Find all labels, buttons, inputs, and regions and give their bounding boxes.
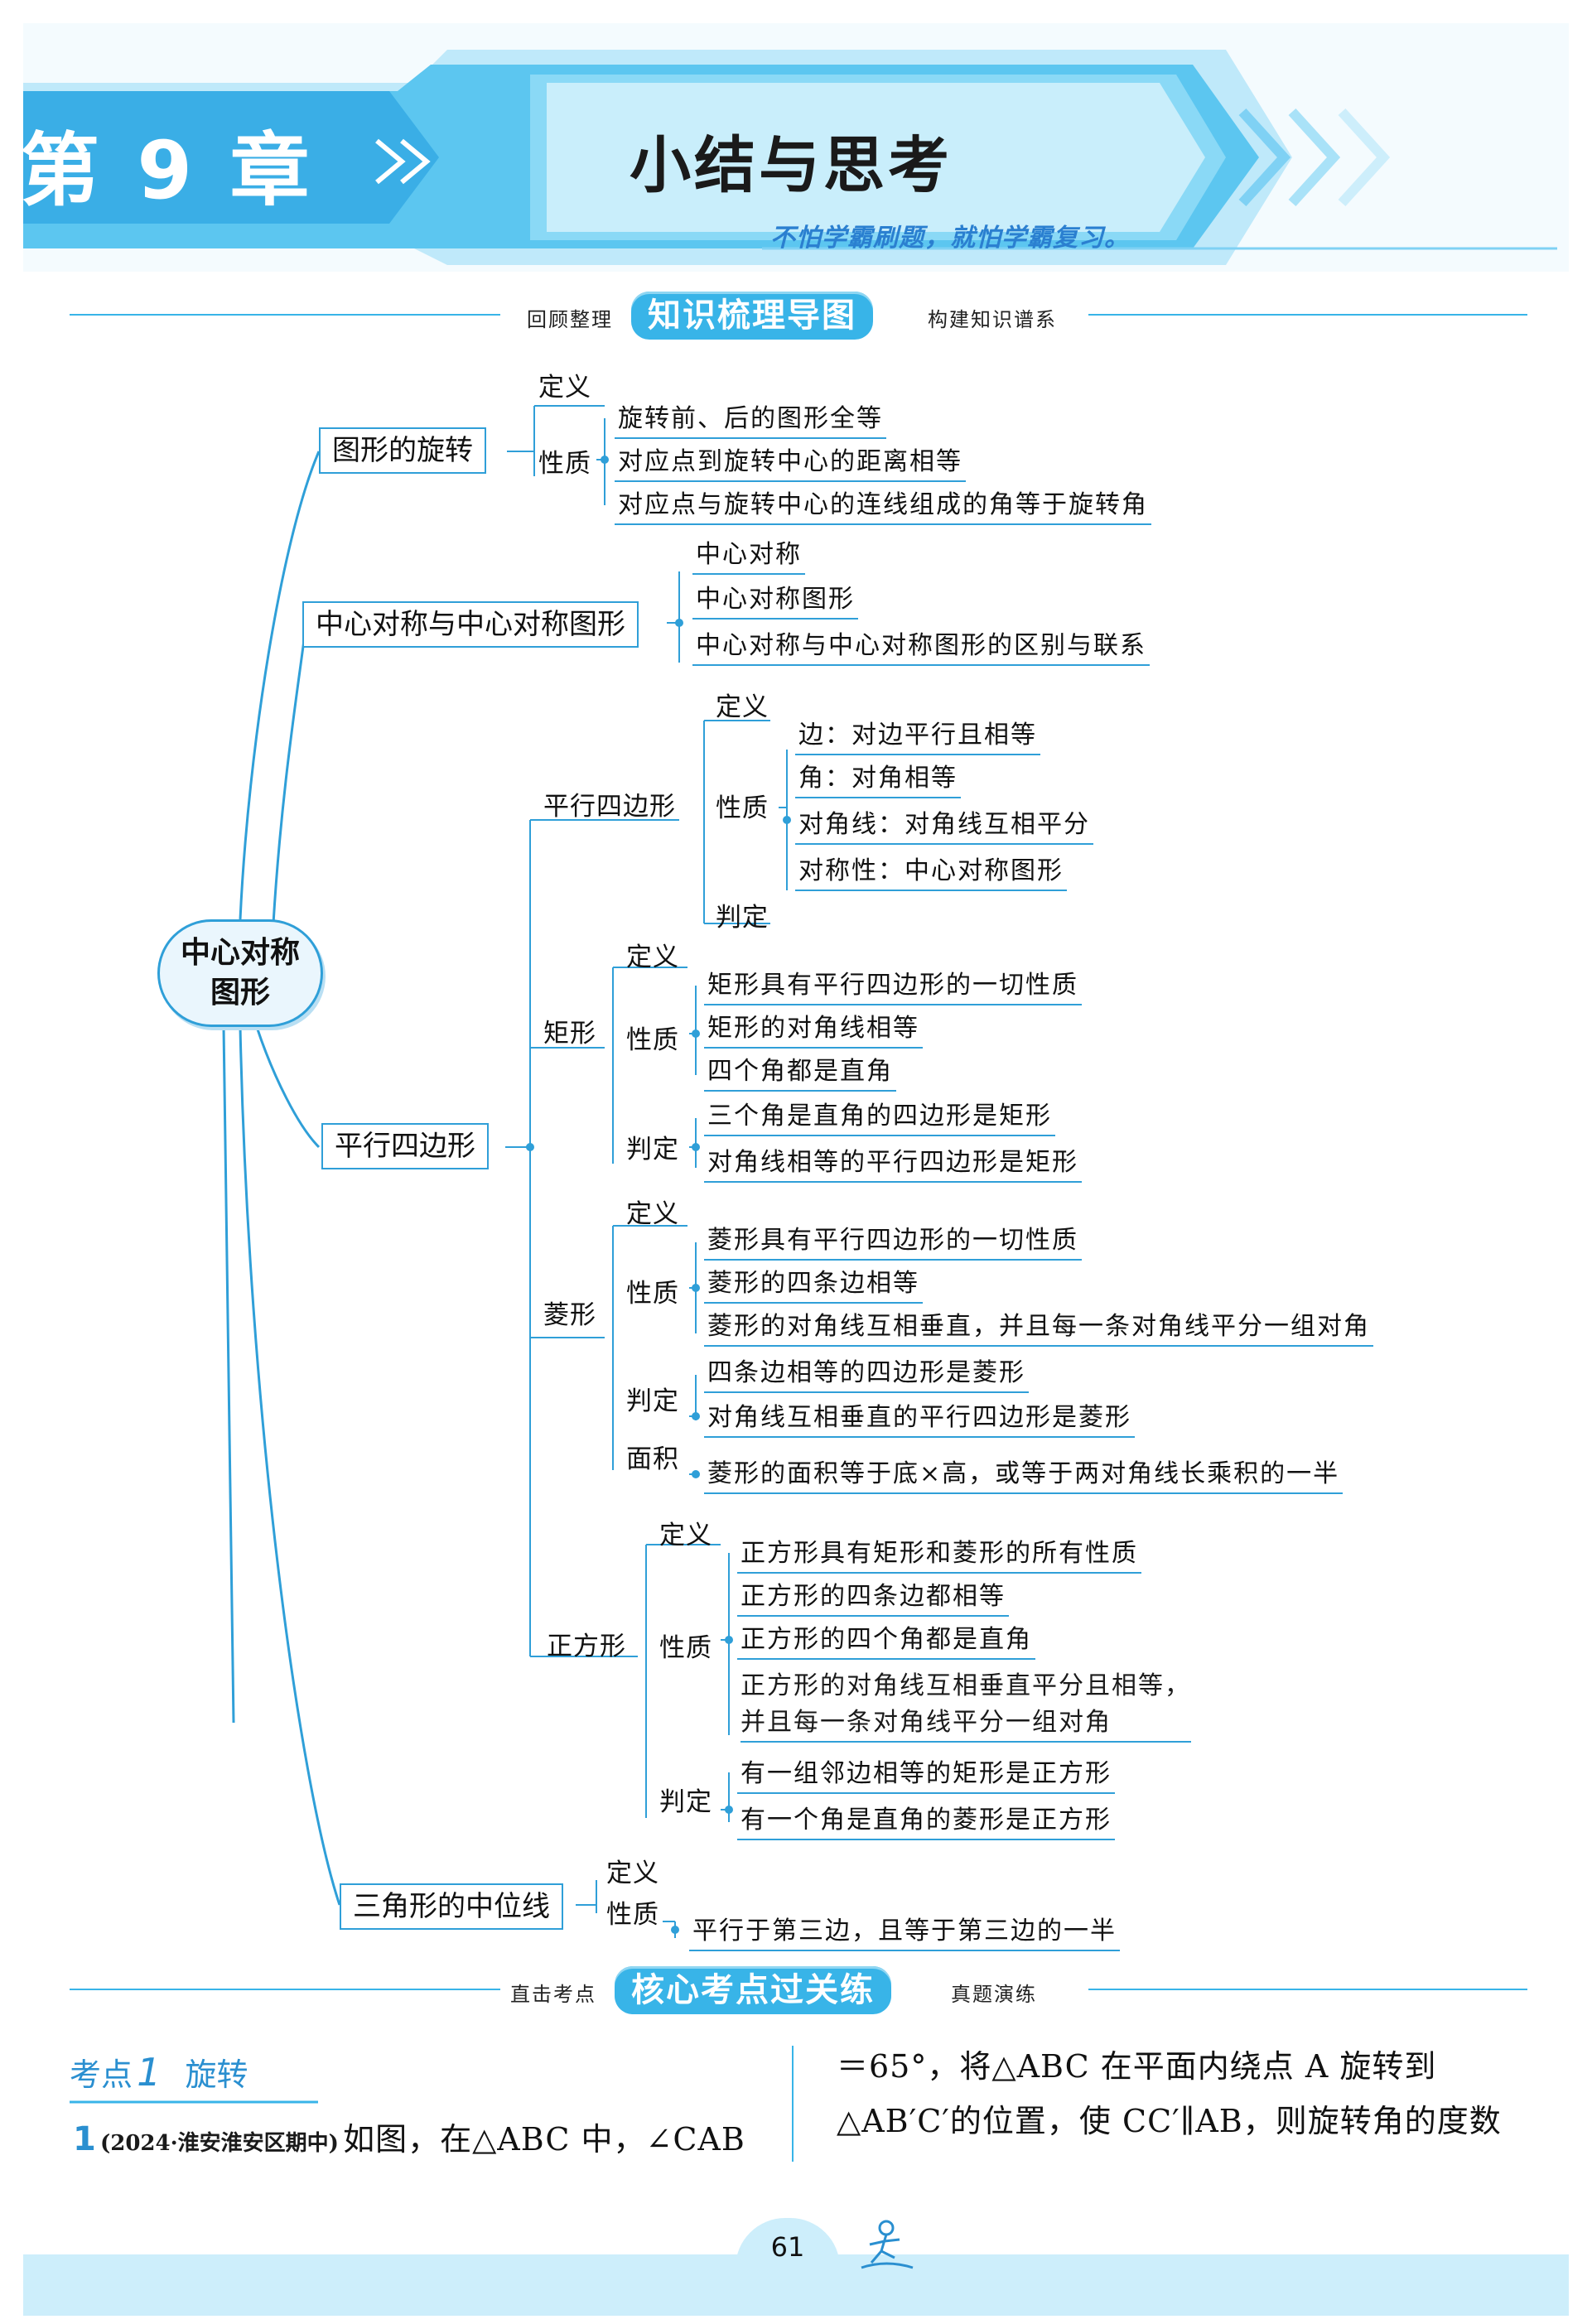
rectangle-label: 矩形 [543, 1019, 596, 1049]
square-definition: 定义 [659, 1521, 712, 1550]
midline-property-item: 平行于第三边，且等于第三边的一半 [689, 1913, 1120, 1951]
center-line-2: 图形 [210, 976, 270, 1010]
chapter-header-banner [23, 23, 1569, 272]
rectangle-property: 性质 [626, 1025, 679, 1055]
parallelogram-property-item: 对角线：对角线互相平分 [795, 807, 1093, 845]
chapter-number: 第 9 章 [20, 124, 315, 217]
central-symmetry-item: 中心对称 [692, 537, 805, 575]
rhombus-judgement-item: 四条边相等的四边形是菱形 [704, 1355, 1029, 1393]
header-slogan: 不怕学霸刷题，就怕学霸复习。 [770, 224, 1130, 253]
section-right-note: 构建知识谱系 [928, 308, 1057, 331]
section-divider-line [70, 314, 1527, 316]
topic-heading: 考点 1 旋转 [70, 2049, 248, 2095]
rhombus-property-item: 菱形的四条边相等 [704, 1266, 923, 1304]
square-judgement: 判定 [659, 1787, 712, 1817]
section-title-exercises: 核心考点过关练 [615, 1966, 891, 2014]
center-line-1: 中心对称 [180, 936, 300, 970]
topic-name: 旋转 [185, 2056, 248, 2093]
rhombus-area: 面积 [626, 1444, 679, 1474]
parallelogram-definition: 定义 [716, 692, 769, 722]
topic-underline [70, 2100, 318, 2104]
rotation-property-item: 旋转前、后的图形全等 [615, 401, 886, 439]
square-label: 正方形 [547, 1632, 626, 1661]
square-property-item: 正方形具有矩形和菱形的所有性质 [737, 1536, 1141, 1574]
rectangle-property-item: 矩形具有平行四边形的一切性质 [704, 967, 1082, 1005]
column-divider [792, 2046, 794, 2162]
rotation-property: 性质 [538, 449, 591, 479]
parallelogram-label: 平行四边形 [543, 792, 676, 822]
rectangle-judgement: 判定 [626, 1135, 679, 1164]
rhombus-judgement-item: 对角线互相垂直的平行四边形是菱形 [704, 1400, 1135, 1438]
question-1-left: 1 (2024·淮安淮安区期中) 如图，在△ABC 中，∠CAB [73, 2114, 745, 2159]
question-text-left: 如图，在△ABC 中，∠CAB [343, 2121, 745, 2158]
square-property-long: 正方形的对角线互相垂直平分且相等， 并且每一条对角线平分一组对角 [741, 1668, 1191, 1743]
square-judgement-item: 有一组邻边相等的矩形是正方形 [737, 1756, 1115, 1794]
midline-property: 性质 [606, 1900, 659, 1930]
square-property-item: 正方形的四条边都相等 [737, 1579, 1009, 1617]
topic-number: 1 [137, 2050, 162, 2095]
rhombus-judgement: 判定 [626, 1386, 679, 1416]
rhombus-label: 菱形 [543, 1300, 596, 1330]
branch-parallelogram: 平行四边形 [321, 1123, 489, 1169]
rotation-property-item: 对应点与旋转中心的连线组成的角等于旋转角 [615, 487, 1151, 525]
square-property-long-line: 正方形的对角线互相垂直平分且相等， [741, 1671, 1191, 1700]
rotation-definition: 定义 [538, 373, 591, 403]
rhombus-area-item: 菱形的面积等于底×高，或等于两对角线长乘积的一半 [704, 1456, 1344, 1494]
branch-triangle-midline: 三角形的中位线 [340, 1883, 563, 1930]
section-divider-line [70, 1989, 1527, 1990]
section-left-note: 直击考点 [510, 1983, 596, 2006]
square-property-item: 正方形的四个角都是直角 [737, 1622, 1035, 1660]
question-source: (2024·淮安淮安区期中) [99, 2131, 339, 2156]
rectangle-property-item: 矩形的对角线相等 [704, 1010, 923, 1049]
rectangle-definition: 定义 [626, 943, 679, 972]
page-title: 小结与思考 [630, 130, 953, 201]
rotation-property-item: 对应点到旋转中心的距离相等 [615, 444, 966, 482]
square-judgement-item: 有一个角是直角的菱形是正方形 [737, 1802, 1115, 1840]
section-title-mindmap: 知识梳理导图 [631, 292, 873, 340]
branch-rotation: 图形的旋转 [319, 427, 486, 474]
parallelogram-property-item: 对称性：中心对称图形 [795, 853, 1067, 891]
parallelogram-property: 性质 [716, 793, 769, 823]
question-number: 1 [73, 2120, 96, 2158]
section-left-note: 回顾整理 [527, 308, 613, 331]
runner-icon [861, 2220, 914, 2269]
central-symmetry-item: 中心对称图形 [692, 581, 858, 620]
rectangle-judgement-item: 三个角是直角的四边形是矩形 [704, 1098, 1055, 1136]
question-text-right-1: ＝65°，将△ABC 在平面内绕点 A 旋转到 [837, 2048, 1437, 2085]
rectangle-judgement-item: 对角线相等的平行四边形是矩形 [704, 1145, 1082, 1183]
midline-definition: 定义 [606, 1859, 659, 1888]
rhombus-property: 性质 [626, 1279, 679, 1309]
section-right-note: 真题演练 [951, 1983, 1037, 2006]
mindmap-center-node: 中心对称 图形 [157, 919, 323, 1027]
topic-prefix: 考点 [70, 2056, 133, 2093]
parallelogram-property-item: 边：对边平行且相等 [795, 717, 1040, 755]
rhombus-property-item: 菱形具有平行四边形的一切性质 [704, 1222, 1082, 1261]
rectangle-property-item: 四个角都是直角 [704, 1054, 896, 1092]
rhombus-definition: 定义 [626, 1199, 679, 1229]
rhombus-property-item: 菱形的对角线互相垂直，并且每一条对角线平分一组对角 [704, 1309, 1373, 1347]
question-text-right-2: △AB′C′的位置，使 CC′∥AB，则旋转角的度数 [837, 2103, 1502, 2139]
square-property: 性质 [659, 1633, 712, 1663]
square-property-long-line: 并且每一条对角线平分一组对角 [741, 1704, 1191, 1743]
parallelogram-property-item: 角：对角相等 [795, 760, 961, 798]
parallelogram-judgement: 判定 [716, 903, 769, 933]
branch-central-symmetry: 中心对称与中心对称图形 [302, 601, 639, 648]
central-symmetry-item: 中心对称与中心对称图形的区别与联系 [692, 628, 1150, 666]
